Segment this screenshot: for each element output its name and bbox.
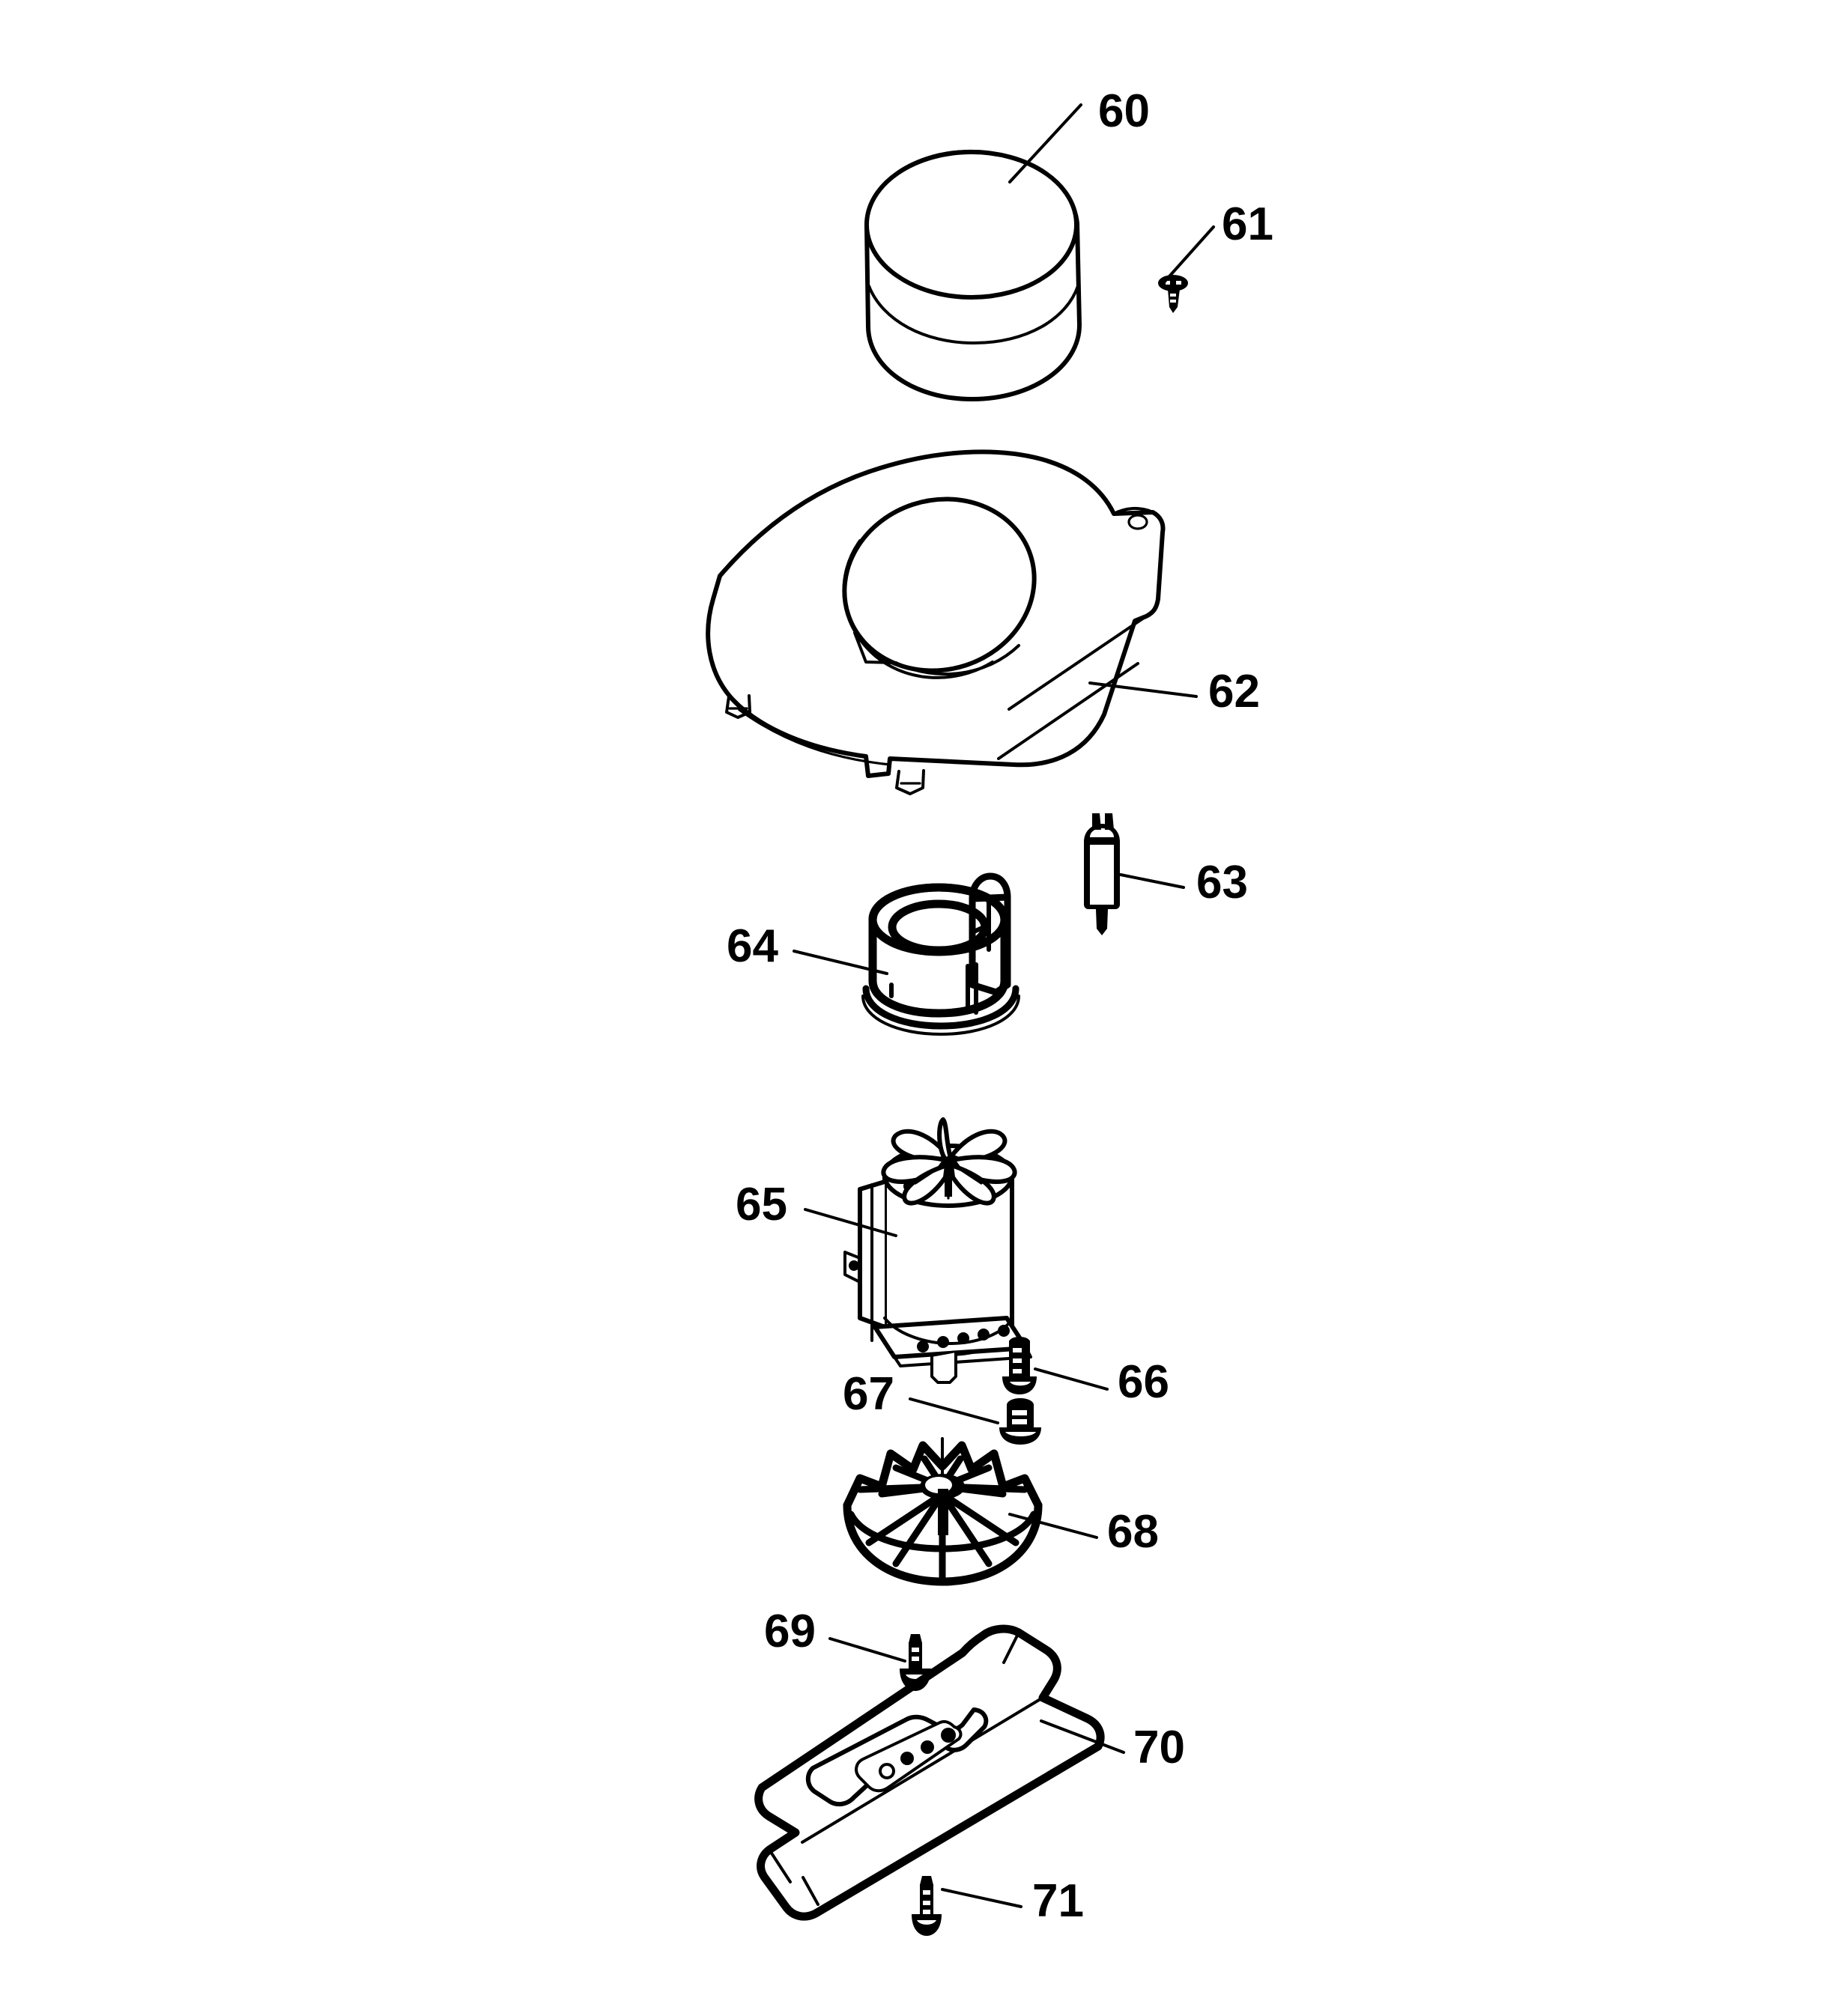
- leader-line-64: [793, 950, 888, 975]
- leader-line-60: [1008, 103, 1082, 183]
- callout-62[interactable]: 62: [1088, 666, 1260, 717]
- callout-number-70: 70: [1133, 1722, 1185, 1773]
- callout-67[interactable]: 67: [843, 1368, 999, 1424]
- callout-number-60: 60: [1098, 85, 1150, 137]
- part-60-motor-cover-cap: [864, 149, 1082, 401]
- leader-line-61: [1162, 225, 1215, 285]
- callout-number-63: 63: [1196, 857, 1248, 908]
- part-68-blade-adapter-fan: [843, 1437, 1043, 1586]
- part-63-capacitor: [1084, 813, 1120, 935]
- callout-number-64: 64: [727, 920, 778, 972]
- callout-number-71: 71: [1032, 1875, 1084, 1927]
- callout-71[interactable]: 71: [941, 1875, 1084, 1927]
- callout-layer: 60 61 62 63 64 65 66 67: [727, 85, 1273, 1927]
- callout-number-68: 68: [1107, 1506, 1159, 1558]
- callout-69[interactable]: 69: [764, 1606, 906, 1663]
- leader-line-71: [941, 1888, 1022, 1908]
- callout-number-65: 65: [736, 1179, 787, 1230]
- callout-number-62: 62: [1208, 666, 1260, 717]
- callout-number-61: 61: [1222, 198, 1273, 250]
- leader-line-70: [1040, 1719, 1125, 1754]
- callout-61[interactable]: 61: [1162, 198, 1273, 285]
- part-61-cover-screw: [1158, 275, 1188, 313]
- leader-line-67: [909, 1397, 999, 1424]
- leader-line-65: [804, 1208, 897, 1237]
- part-71-blade-bolt-lower: [912, 1876, 942, 1936]
- leader-line-66: [1034, 1367, 1109, 1391]
- motor-cooling-fan: [881, 1117, 1017, 1206]
- part-70-cutting-blade: [754, 1624, 1105, 1921]
- part-67-shaft-nut: [999, 1398, 1041, 1445]
- part-64-motor-mount-bracket: [861, 872, 1020, 1036]
- part-66-motor-shaft-bolt: [1002, 1337, 1037, 1394]
- callout-66[interactable]: 66: [1034, 1356, 1169, 1408]
- callout-65[interactable]: 65: [736, 1179, 897, 1237]
- callout-63[interactable]: 63: [1119, 857, 1248, 908]
- callout-70[interactable]: 70: [1040, 1719, 1185, 1773]
- part-65-electric-motor: [843, 1117, 1032, 1384]
- callout-number-69: 69: [764, 1606, 816, 1657]
- callout-68[interactable]: 68: [1008, 1506, 1159, 1558]
- part-62-motor-shroud-housing: [706, 449, 1166, 795]
- leader-line-62: [1088, 681, 1198, 698]
- callout-60[interactable]: 60: [1008, 85, 1150, 183]
- leader-line-69: [828, 1637, 906, 1663]
- leader-line-63: [1119, 873, 1185, 889]
- callout-64[interactable]: 64: [727, 920, 888, 975]
- callout-number-67: 67: [843, 1368, 894, 1420]
- callout-number-66: 66: [1118, 1356, 1169, 1408]
- leader-line-68: [1008, 1513, 1098, 1539]
